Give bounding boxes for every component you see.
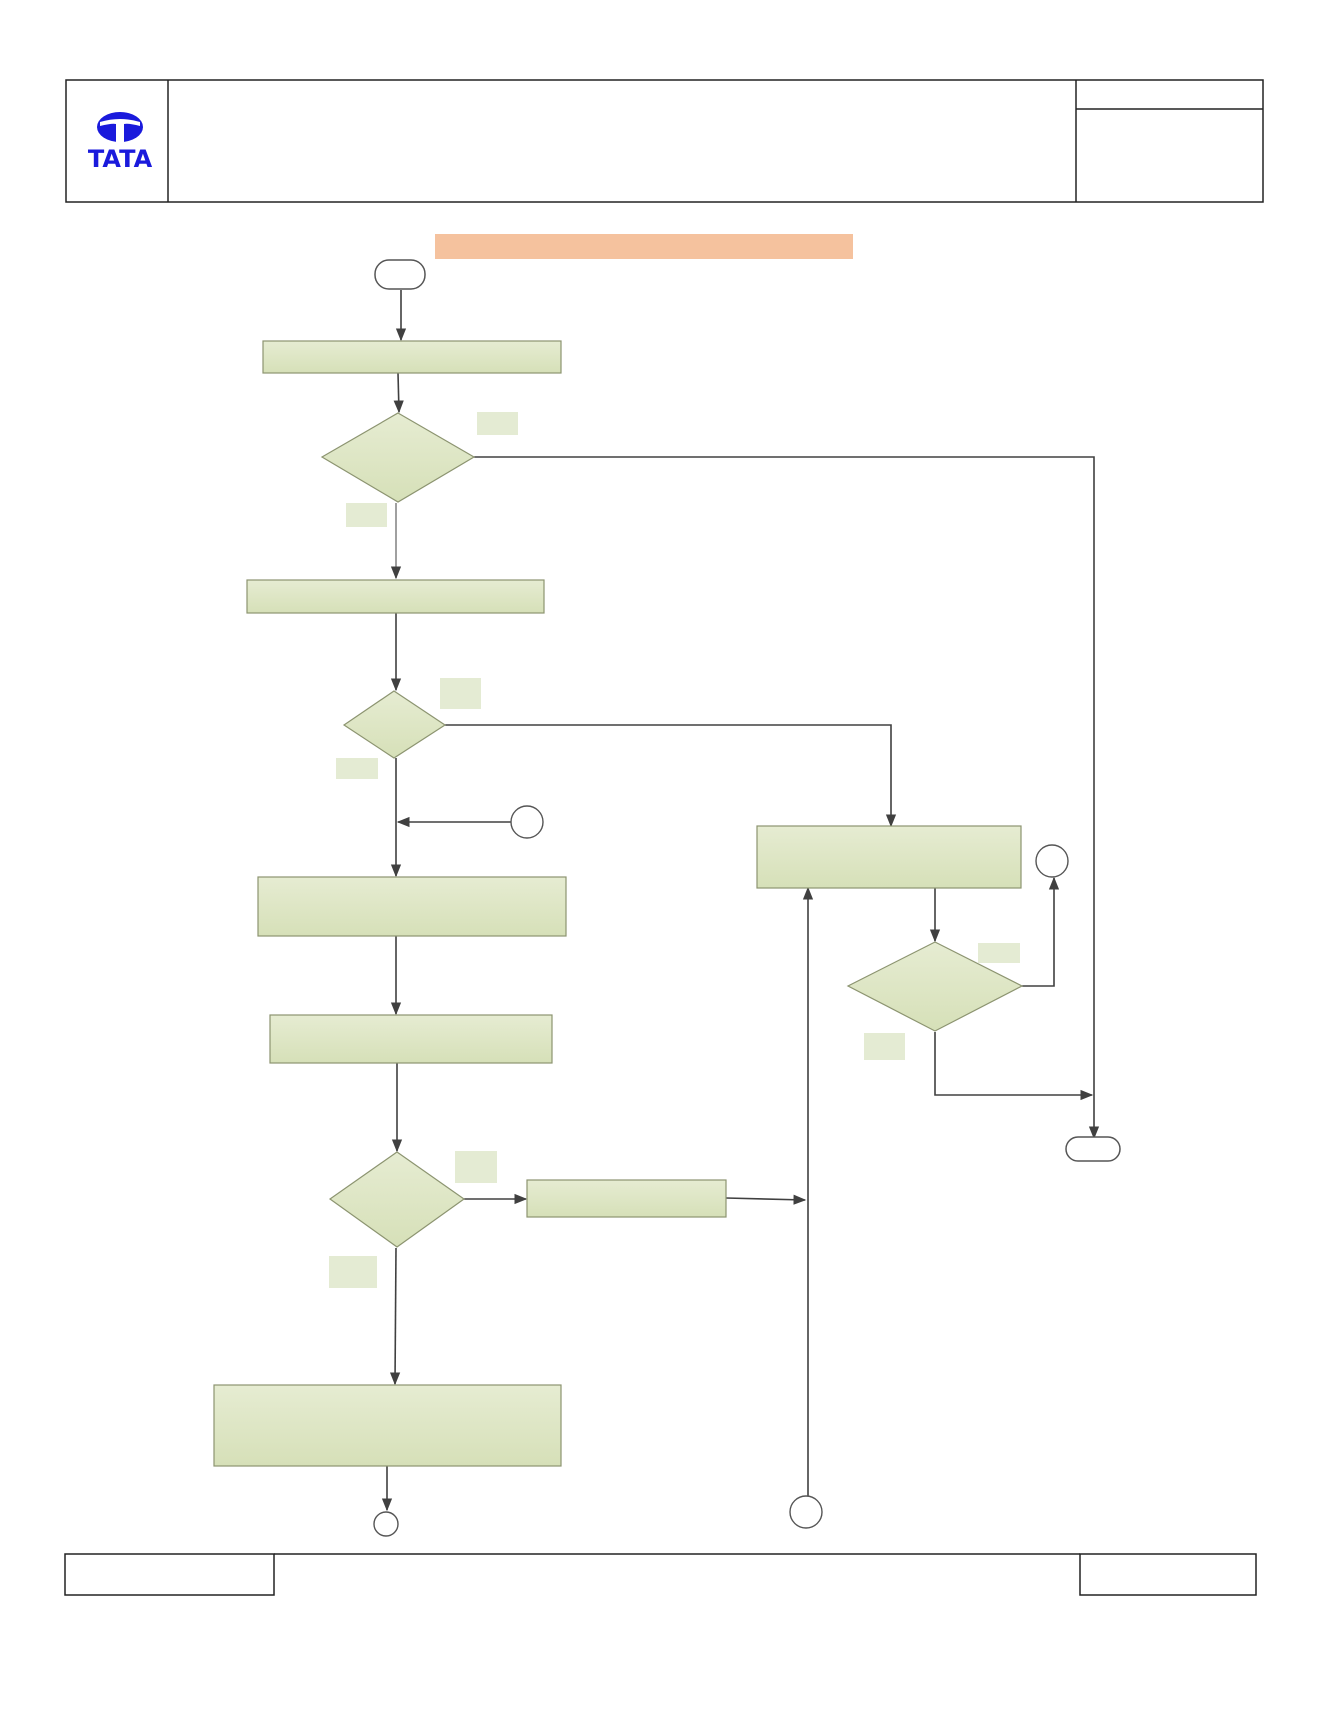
process-box-1 bbox=[262, 340, 562, 374]
edge-label-3 bbox=[440, 678, 481, 709]
process-boxes bbox=[213, 340, 1022, 1467]
footer-right-cell bbox=[1079, 1553, 1257, 1596]
process-box-3 bbox=[257, 876, 567, 937]
footer-left-cell bbox=[64, 1553, 275, 1596]
edge-label-8 bbox=[329, 1256, 377, 1288]
edge-d4-end bbox=[934, 1032, 1094, 1101]
connector-1 bbox=[510, 805, 544, 839]
process-box-5 bbox=[526, 1179, 727, 1218]
decision-1 bbox=[320, 412, 476, 503]
edge-label-5 bbox=[978, 943, 1020, 963]
edge-p5-p7 bbox=[725, 1194, 807, 1205]
start-terminator bbox=[374, 259, 426, 290]
decision-4 bbox=[846, 941, 1024, 1032]
edge-d3-p6 bbox=[389, 1247, 401, 1386]
title-bar bbox=[435, 234, 853, 259]
edge-d4-c2 bbox=[1022, 876, 1060, 987]
process-box-4 bbox=[269, 1014, 553, 1064]
edge-label-7 bbox=[455, 1151, 497, 1183]
edges bbox=[381, 290, 1100, 1512]
edge-label-2 bbox=[346, 503, 387, 527]
decision-nodes bbox=[320, 412, 1024, 1248]
connector-4 bbox=[789, 1495, 823, 1529]
connectors bbox=[373, 805, 1069, 1537]
edge-label-1 bbox=[477, 412, 518, 435]
edge-label-4 bbox=[336, 758, 378, 779]
logo-text: TATA bbox=[88, 145, 153, 173]
process-box-6 bbox=[213, 1384, 562, 1467]
document-header bbox=[65, 79, 1264, 203]
edge-labels bbox=[329, 412, 1020, 1288]
header-frame bbox=[65, 79, 1264, 203]
edge-label-6 bbox=[864, 1033, 905, 1060]
connector-2 bbox=[1035, 844, 1069, 878]
decision-3 bbox=[328, 1151, 466, 1248]
process-box-7 bbox=[756, 825, 1022, 889]
edge-d1-end bbox=[474, 456, 1100, 1140]
process-box-2 bbox=[246, 579, 545, 614]
end-terminator bbox=[1065, 1136, 1121, 1162]
connector-3 bbox=[373, 1511, 399, 1537]
decision-2 bbox=[342, 690, 447, 759]
document-footer bbox=[64, 1553, 1257, 1596]
edge-d2-p7 bbox=[445, 724, 897, 828]
tata-logo-icon: TATA bbox=[88, 112, 153, 173]
edge-p1-d1 bbox=[393, 372, 404, 414]
